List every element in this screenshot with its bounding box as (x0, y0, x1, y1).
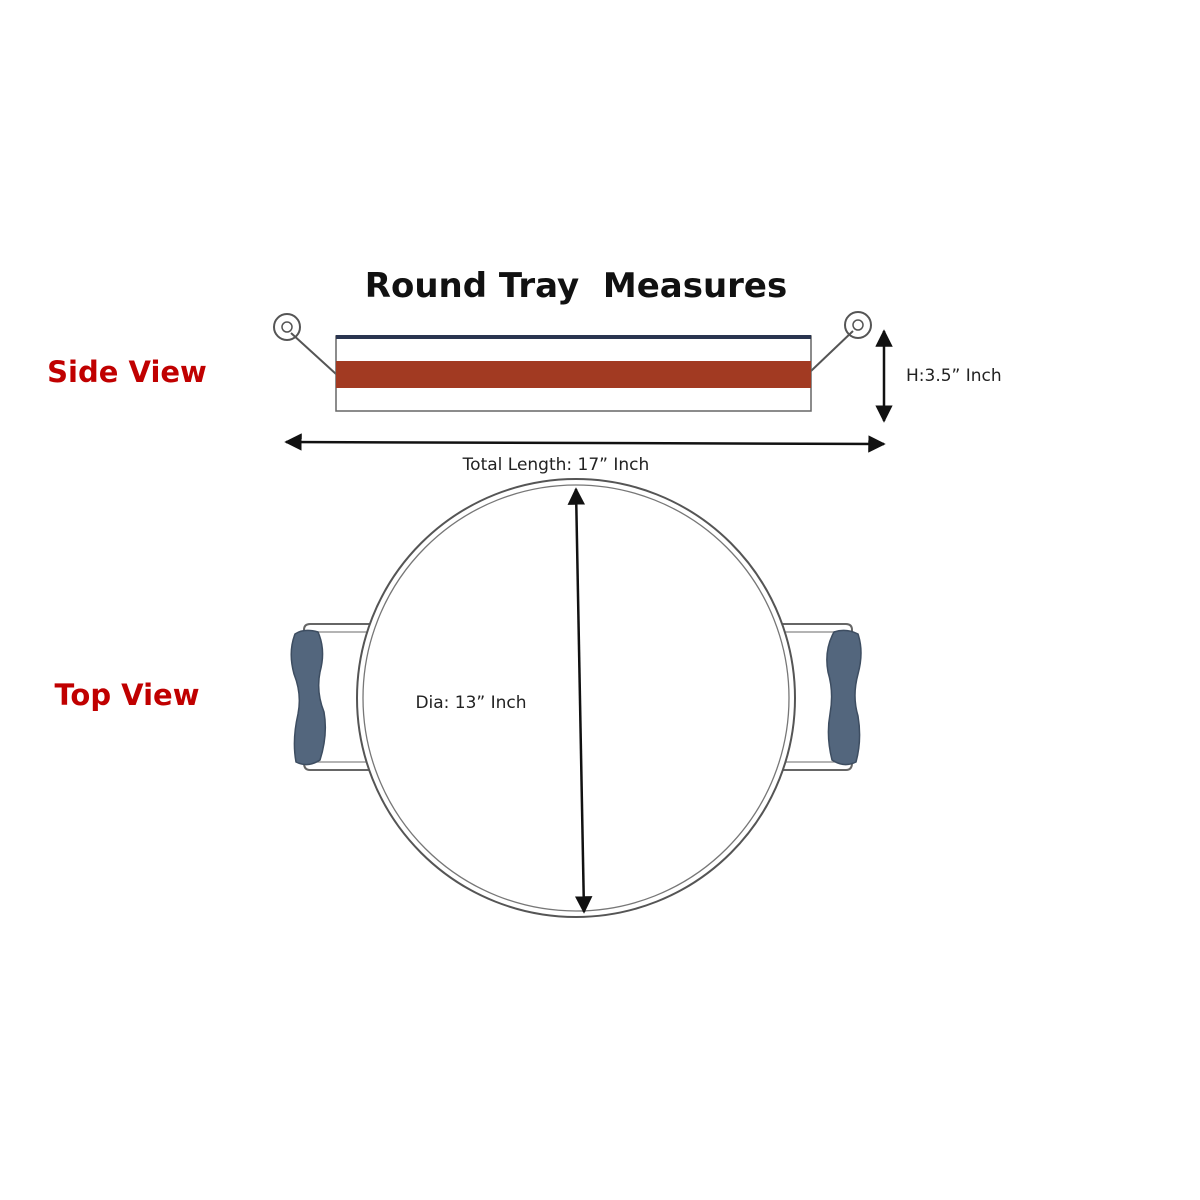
diameter-arrow (567, 487, 593, 914)
tray-top-rim (336, 335, 811, 339)
right-handle-grip (826, 629, 862, 766)
left-handle-grip (290, 629, 327, 766)
top-view-label: Top View (54, 678, 199, 712)
left-handle-arm (290, 332, 337, 375)
left-handle-ring-inner (281, 321, 293, 333)
side-view-label: Side View (47, 355, 207, 389)
total-length-label: Total Length: 17” Inch (462, 455, 650, 475)
total-length-arrow (284, 433, 886, 453)
diameter-label: Dia: 13” Inch (415, 693, 526, 713)
side-view-drawing (273, 311, 872, 412)
right-handle-arm (810, 330, 854, 372)
tray-wood-band (336, 361, 811, 388)
height-label: H:3.5” Inch (906, 366, 1002, 386)
right-handle-ring-inner (852, 319, 864, 331)
page-title: Round Tray Measures (365, 266, 787, 306)
